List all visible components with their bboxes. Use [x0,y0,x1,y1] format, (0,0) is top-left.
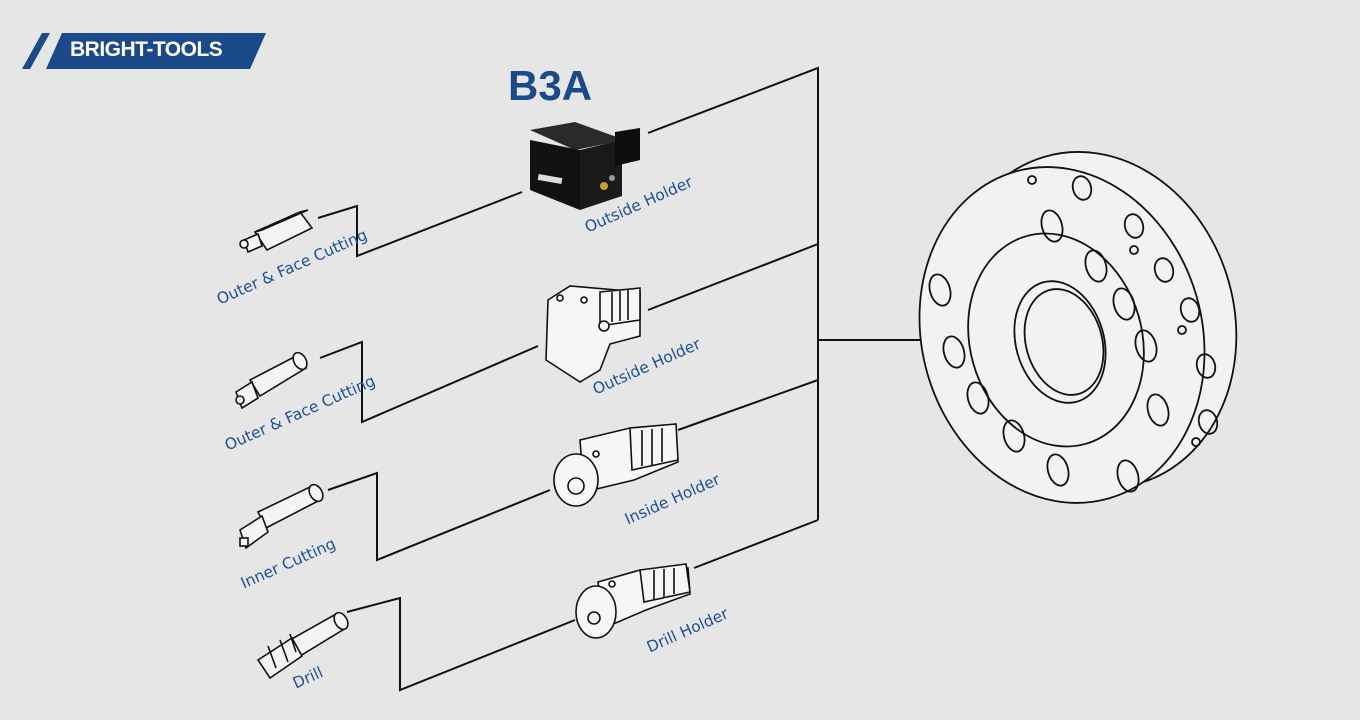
inside-holder-icon [553,423,679,507]
connector-holder-4 [693,519,819,569]
brand-logo [22,33,266,69]
outside-holder-black-icon [530,122,640,210]
connector-tool-1 [317,191,523,258]
turning-tool-square-icon [239,209,314,254]
boring-bar-icon [239,483,324,550]
connector-tool-4 [346,596,576,692]
connector-holder-2 [647,243,819,311]
connector-lines [317,66,948,692]
turning-tool-round-icon [235,351,308,410]
drill-holder-icon [575,563,691,639]
outside-holder-outline-icon [545,285,641,383]
connector-tool-3 [327,471,551,562]
connector-holder-3 [677,379,819,431]
brand-name: BRIGHT-TOOLS [70,38,223,61]
connector-holder-1 [647,66,819,520]
drill-bit-icon [256,611,349,680]
diagram-title: B3A [508,62,593,109]
turret-disc-icon [918,151,1238,504]
connector-tool-2 [319,340,539,424]
